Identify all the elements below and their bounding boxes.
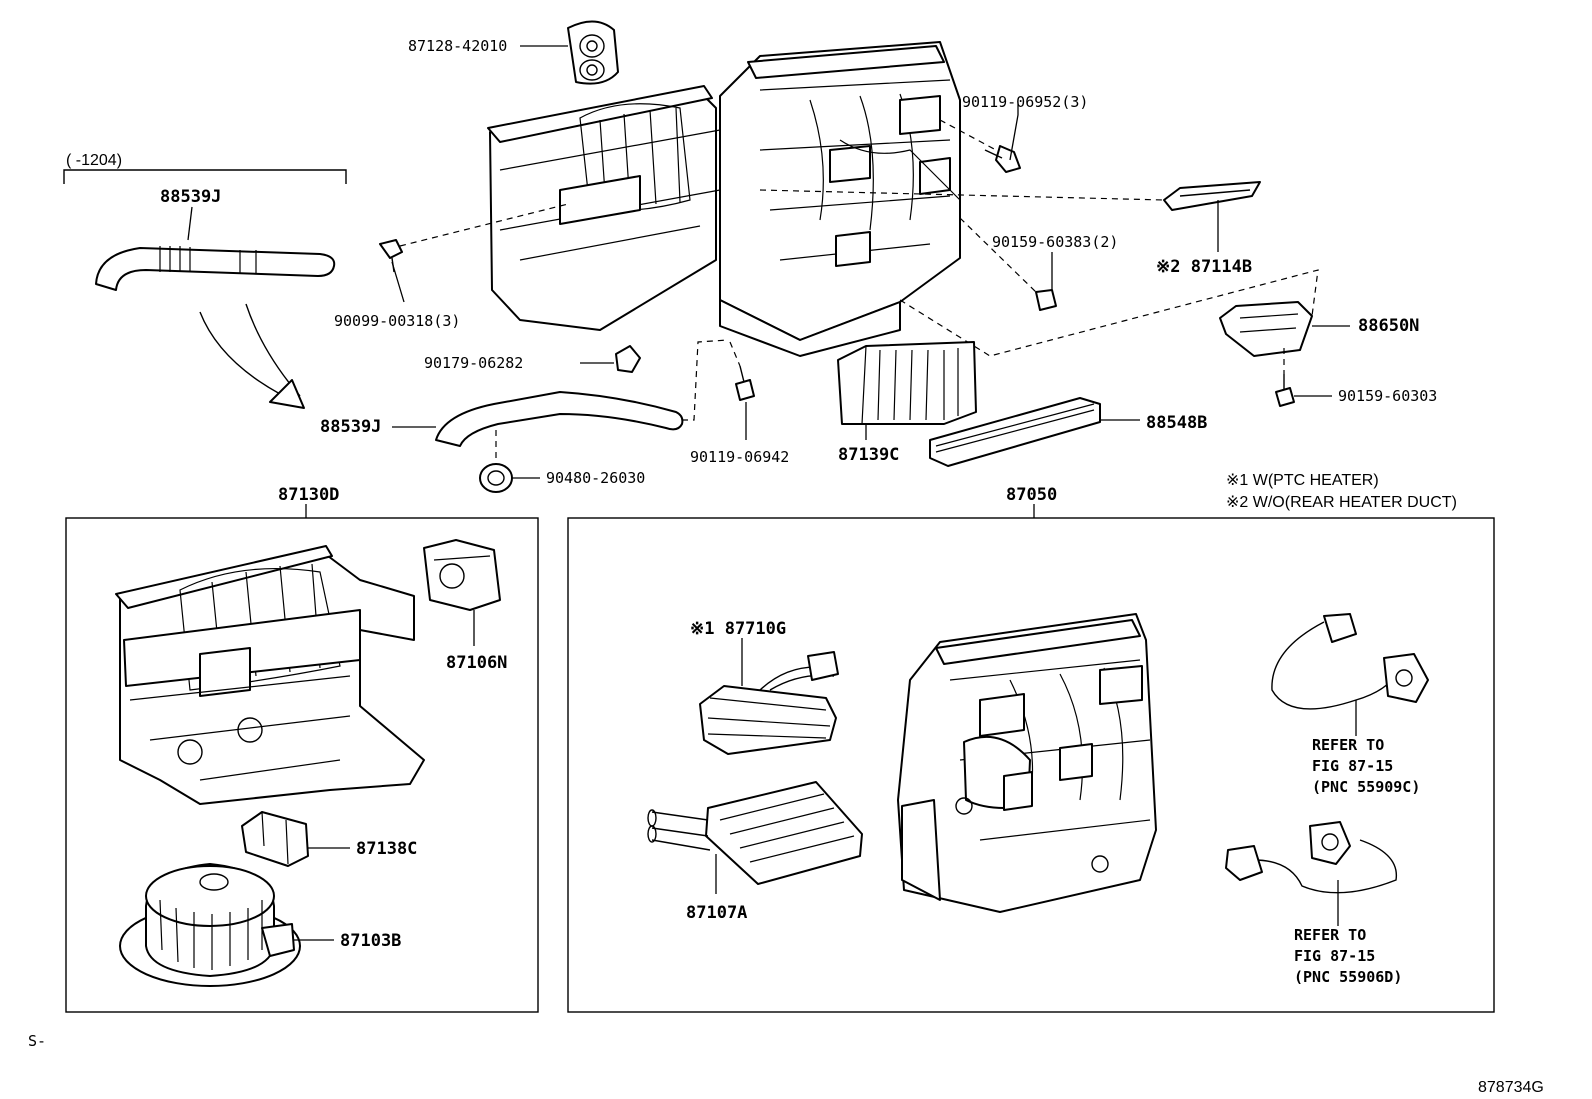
refer-to-55906d-line1: REFER TO: [1294, 926, 1366, 944]
label-90159-60383: 90159-60383(2): [992, 233, 1118, 251]
label-88548b: 88548B: [1146, 413, 1207, 433]
group-87050-frame: [567, 517, 1495, 1013]
screw-90119-06952[interactable]: [984, 145, 1021, 173]
grommet-part[interactable]: [567, 20, 619, 85]
label-90119-06942: 90119-06942: [690, 448, 789, 466]
label-90119-06952: 90119-06952(3): [962, 93, 1088, 111]
label-87710g: ※1 87710G: [690, 619, 786, 639]
heater-blower-assembly[interactable]: [487, 41, 961, 357]
label-87138c: 87138C: [356, 839, 417, 859]
heater-case-87050[interactable]: [897, 613, 1157, 913]
heater-core-87107a[interactable]: [647, 781, 863, 885]
label-88539j-mid: 88539J: [320, 417, 381, 437]
label-90159-60303: 90159-60303: [1338, 387, 1437, 405]
refer-to-55909c-line1: REFER TO: [1312, 736, 1384, 754]
note-ptc-heater: ※1 W(PTC HEATER): [1226, 472, 1379, 489]
actuator-88650n[interactable]: [1219, 301, 1313, 357]
cover-88548b[interactable]: [929, 397, 1101, 467]
note-rear-heater-duct: ※2 W/O(REAR HEATER DUCT): [1226, 494, 1457, 511]
label-87139c: 87139C: [838, 445, 899, 465]
screw-90099-00318[interactable]: [379, 239, 403, 273]
ptc-heater-87710g[interactable]: [699, 651, 839, 755]
group-87130d-frame: [65, 517, 539, 1013]
blower-motor-87103b[interactable]: [119, 863, 301, 987]
label-87114b: ※2 87114B: [1156, 257, 1252, 277]
label-90480-26030: 90480-26030: [546, 469, 645, 487]
label-87106n: 87106N: [446, 653, 507, 673]
diagram-id: 878734G: [1478, 1079, 1544, 1096]
servo-motor-87106n[interactable]: [423, 539, 501, 611]
wire-harness-55906d[interactable]: [1225, 821, 1398, 894]
refer-to-55909c-line2: FIG 87-15: [1312, 757, 1393, 775]
label-87128-42010: 87128-42010: [408, 37, 507, 55]
hose-88539j-mid[interactable]: [435, 391, 684, 447]
label-90099-00318: 90099-00318(3): [334, 312, 460, 330]
filter-87139c[interactable]: [837, 341, 977, 425]
label-87107a: 87107A: [686, 903, 747, 923]
label-90179-06282: 90179-06282: [424, 354, 523, 372]
label-87103b: 87103B: [340, 931, 401, 951]
refer-to-55906d-line2: FIG 87-15: [1294, 947, 1375, 965]
screw-90159-60303[interactable]: [1275, 374, 1295, 407]
clip-90159-60383[interactable]: [1035, 289, 1057, 311]
label-87130d: 87130D: [278, 485, 339, 505]
refer-to-55906d-line3: (PNC 55906D): [1294, 968, 1402, 986]
hose-88539j-top[interactable]: [95, 246, 336, 291]
nut-90179-06282[interactable]: [615, 345, 641, 373]
curved-arrow: [199, 303, 305, 409]
wire-harness-55909c[interactable]: [1271, 613, 1429, 710]
label-88650n: 88650N: [1358, 316, 1419, 336]
resistor-87138c[interactable]: [241, 811, 309, 867]
bracket-1204-frame: [63, 169, 347, 184]
blower-unit-87130d[interactable]: [115, 545, 425, 805]
corner-code-left: S-: [28, 1032, 46, 1050]
label-1204: ( -1204): [66, 152, 122, 169]
refer-to-55909c-line3: (PNC 55909C): [1312, 778, 1420, 796]
screw-90119-06942[interactable]: [735, 365, 755, 401]
seal-87114b[interactable]: [1163, 181, 1261, 211]
grommet-90480-26030[interactable]: [479, 463, 513, 493]
label-88539j-top: 88539J: [160, 187, 221, 207]
label-87050: 87050: [1006, 485, 1057, 505]
